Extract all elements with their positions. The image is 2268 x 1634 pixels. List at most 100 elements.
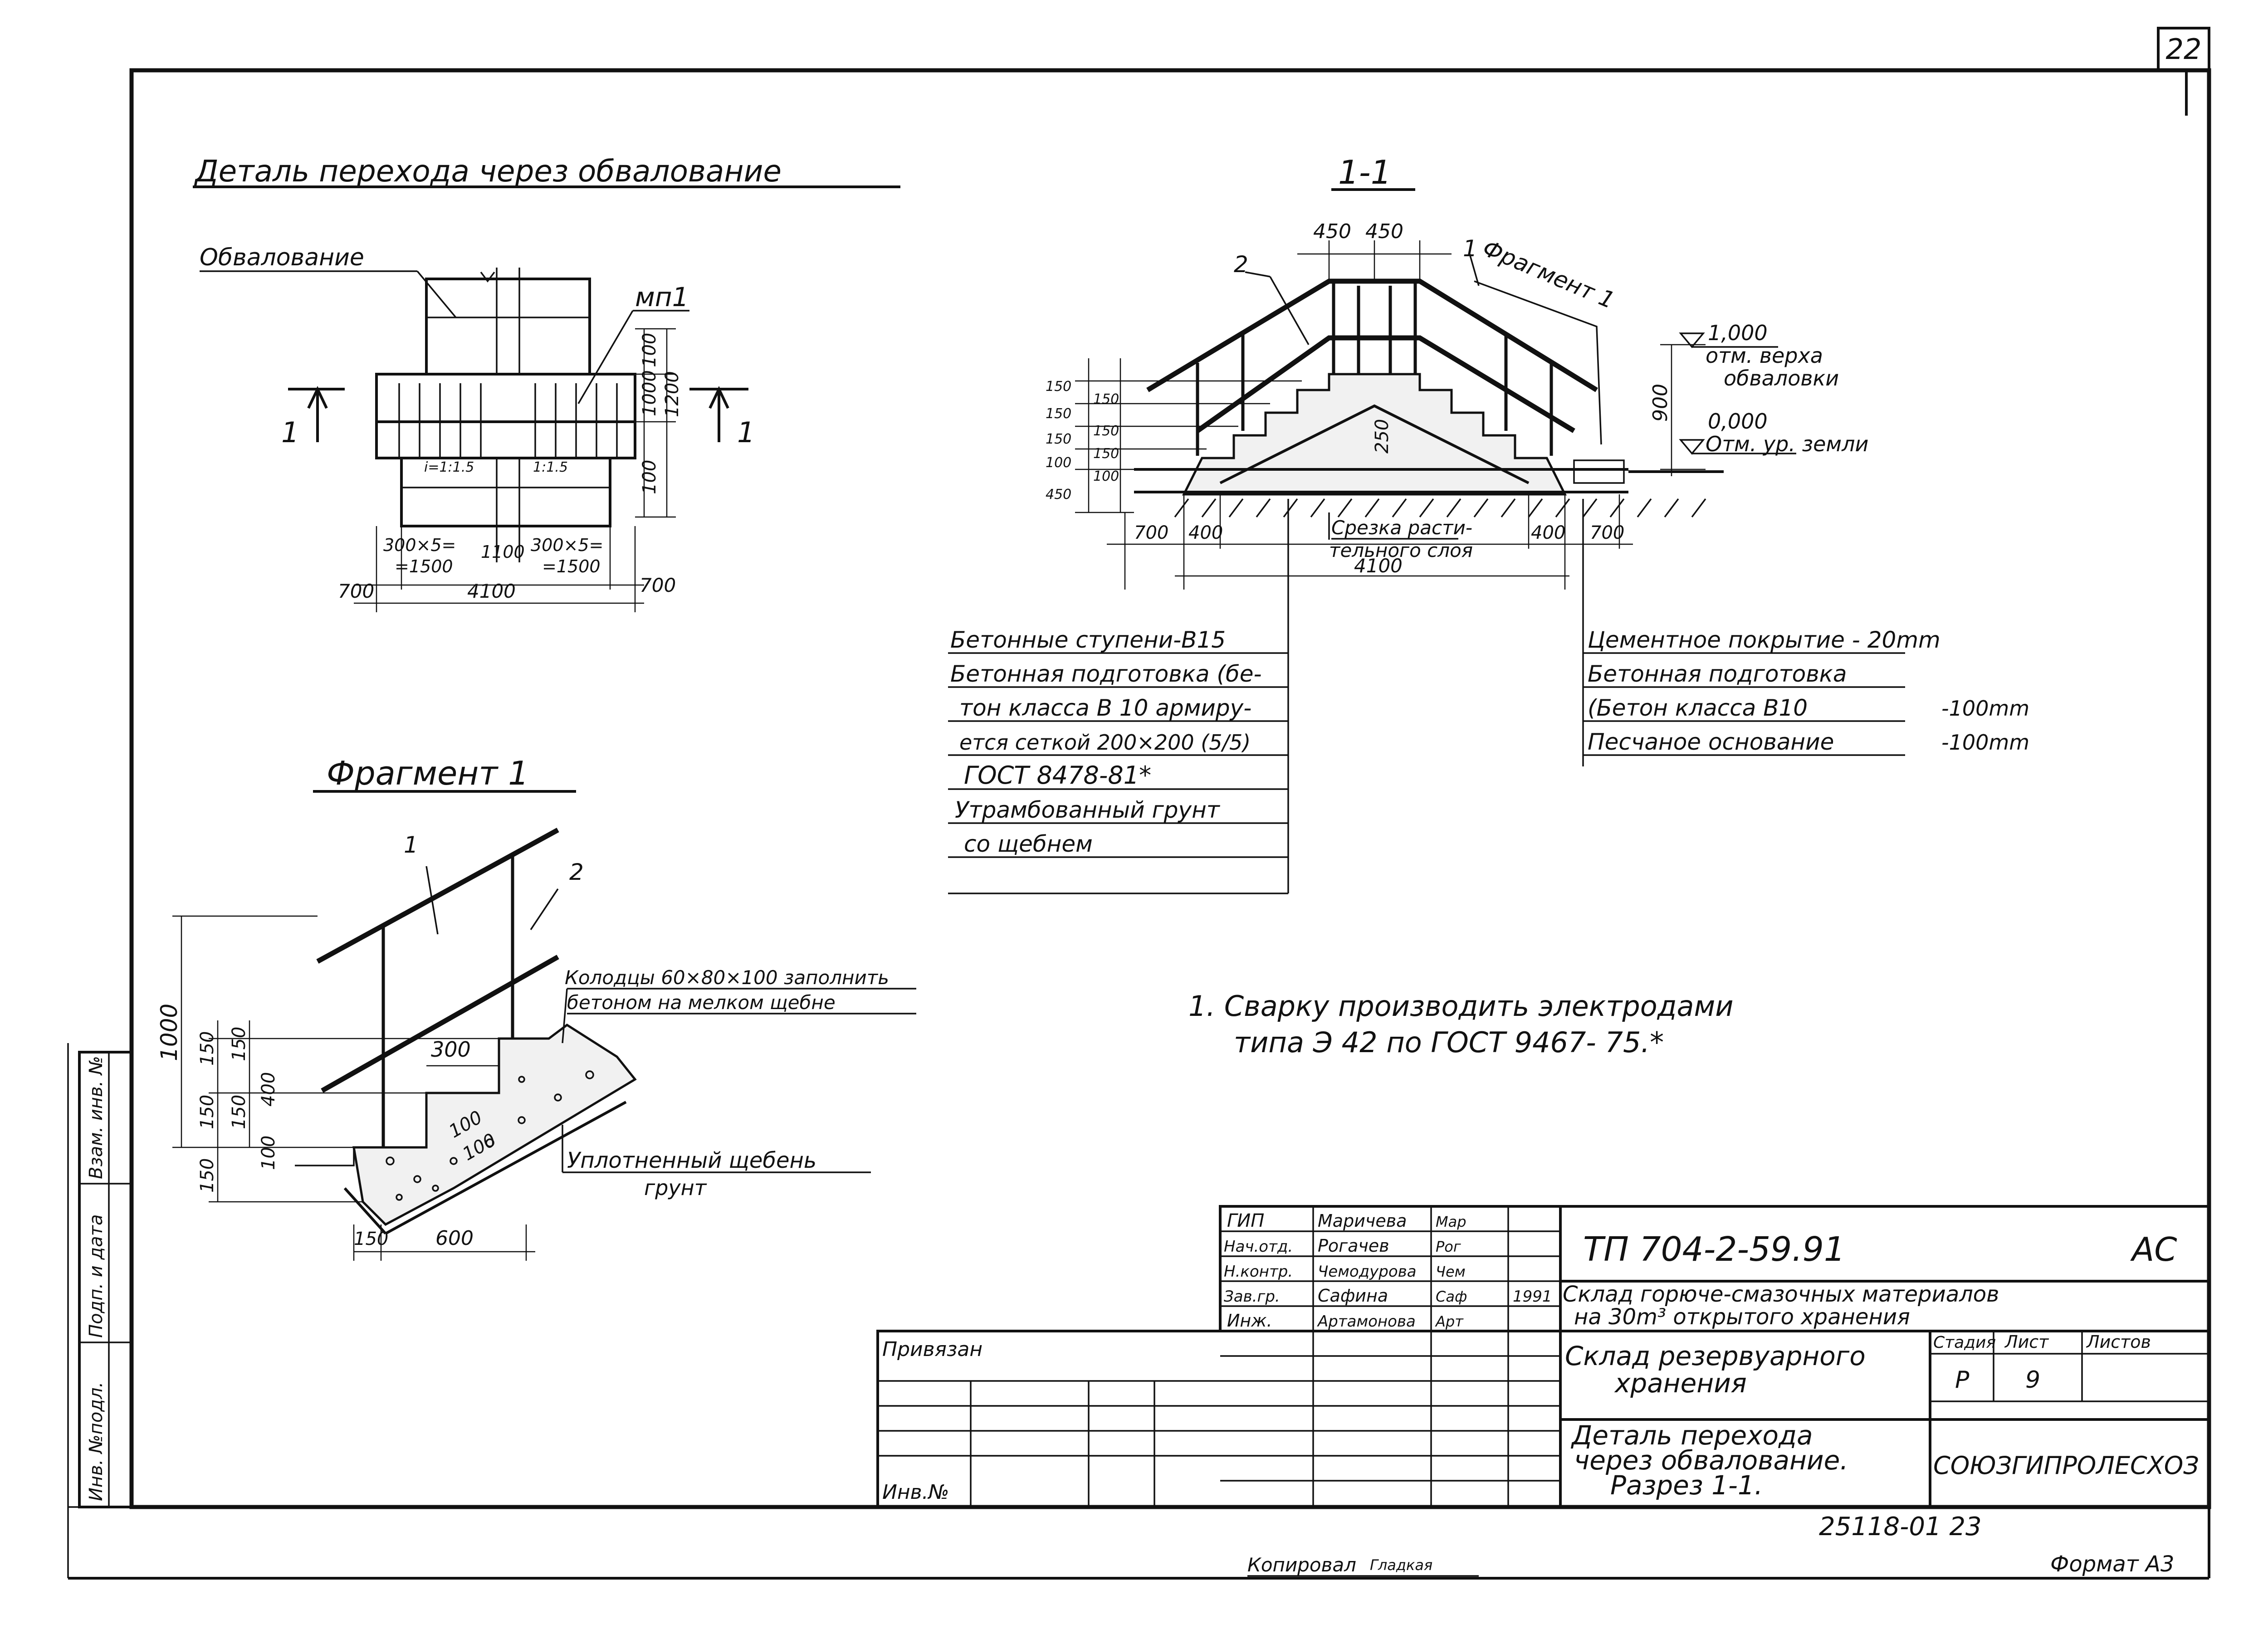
side-stamp [78,1051,133,1508]
section-left-step-3: 150 [1046,406,1071,422]
left-legend-5: ГОСТ 8478-81* [964,761,1151,790]
section-callout-1: 1 [1463,235,1477,262]
stamp-year: 1991 [1513,1288,1552,1306]
stamp-title-2: через обвалование. [1574,1445,1848,1476]
fragment-well-note-1: Колодцы 60×80×100 заполнить [565,966,889,989]
plan-dim-1200: 1200 [662,371,683,417]
right-legend-3b: -100mm [1941,696,2029,721]
section-left-step-4: 150 [1093,423,1119,439]
fragment-title: Фрагмент 1 [327,754,529,792]
section-dim-900: 900 [1649,384,1672,422]
stamp-archive: 25118-01 23 [1819,1512,1982,1541]
stamp-mark: АС [2130,1230,2177,1268]
section-left-step-2: 150 [1093,391,1119,407]
sheet-number: 22 [2166,33,2202,66]
stamp-sign-4: Саф [1436,1288,1467,1305]
footer-copied: Копировал [1247,1554,1356,1576]
right-legend-2: Бетонная подготовка [1588,661,1847,687]
stamp-h-sheets: Листов [2086,1332,2151,1352]
fragment-drawing [172,828,916,1261]
plan-section-mark-right: 1 [737,416,755,449]
plan-dim-right-top: 300×5= [531,535,603,555]
section-left-step-9: 450 [1046,487,1071,502]
fragment-dim-150-low: 150 [197,1158,218,1193]
stamp-title-1: Деталь перехода [1570,1420,1813,1451]
section-left-step-7: 100 [1046,455,1071,471]
stamp-role-4: Зав.гр. [1224,1288,1280,1306]
left-legend-6: Утрамбованный грунт [955,797,1221,823]
stamp-name-3: Чемодурова [1318,1263,1417,1281]
stamp-desc-1: Склад горюче-смазочных материалов [1563,1282,1999,1307]
plan-dim-right-bot: =1500 [542,556,601,576]
fragment-gravel-2: грунт [644,1176,707,1200]
stamp-v-stage: Р [1955,1366,1970,1394]
section-dim-top-left: 450 [1313,220,1351,243]
plan-label-mp1: мп1 [635,282,689,312]
section-left-step-5: 150 [1046,431,1071,447]
right-legend-4a: Песчаное основание [1588,729,1834,755]
stamp-name-5: Артамонова [1317,1312,1416,1331]
plan-slope-left: i=1:1.5 [424,459,474,475]
section-dim-400-left: 400 [1188,522,1223,543]
section-left-step-1: 150 [1046,379,1071,395]
stamp-h-sheet: Лист [2004,1332,2049,1352]
stamp-inv-no: Инв.№ [882,1481,949,1504]
plan-drawing [288,268,748,612]
fragment-dim-100e: 100 [258,1136,279,1170]
plan-dim-total: 4100 [467,580,516,602]
left-legend-1: Бетонные ступени-В15 [950,627,1226,653]
stamp-sign-5: Арт [1435,1313,1464,1330]
fragment-dim-150-bot: 150 [354,1229,388,1249]
stamp-name-1: Маричева [1318,1211,1407,1231]
fragment-dim-150a: 150 [197,1031,218,1066]
plan-dim-100a: 100 [639,333,660,367]
section-elev-top-text1: отм. верха [1706,343,1823,368]
note-line-2: типа Э 42 по ГОСТ 9467- 75.* [1234,1026,1664,1059]
side-label-inv: Инв. №подл. [86,1382,107,1501]
stamp-name-2: Рогачев [1318,1236,1389,1256]
section-left-step-6: 150 [1093,446,1119,462]
left-legend-lines [948,652,1288,894]
plan-dim-out-right: 700 [640,574,676,596]
right-legend-3a: (Бетон класса В10 [1588,695,1808,721]
section-callout-2: 2 [1234,251,1248,278]
stamp-sign-3: Чем [1436,1263,1466,1280]
plan-dim-left-bot: =1500 [395,556,453,576]
fragment-dim-150d: 150 [229,1095,249,1129]
plan-dim-100b: 100 [639,460,660,494]
section-elev-top-text2: обваловки [1724,366,1839,390]
stamp-role-5: Инж. [1227,1311,1272,1331]
right-legend-lines [1583,652,1905,756]
fragment-well-note-2: бетоном на мелком щебне [567,991,836,1014]
plan-dim-mid: 1100 [481,542,525,562]
plan-dim-out-left: 700 [338,580,374,602]
stamp-h-stage: Стадия [1933,1333,1996,1352]
plan-section-mark-left: 1 [281,416,299,449]
stamp-code: ТП 704-2-59.91 [1583,1230,1845,1269]
stamp-privyazan: Привязан [882,1338,982,1361]
section-dim-400-right: 400 [1531,522,1565,543]
stamp-block-1: Склад резервуарного [1565,1341,1866,1371]
stamp-name-4: Сафина [1318,1286,1388,1306]
section-cut-text2: тельного слоя [1329,539,1473,561]
section-elev-top-value: 1,000 [1708,321,1768,345]
section-title: 1-1 [1338,153,1392,191]
right-legend-4b: -100mm [1941,730,2029,755]
section-drawing [1075,240,1796,893]
side-label-replace: Взам. инв. № [86,1056,107,1179]
footer-copied-sign: Гладкая [1370,1556,1432,1574]
plan-label-embankment: Обвалование [200,244,364,271]
title-block-grid [876,1205,2210,1508]
stamp-role-2: Нач.отд. [1224,1238,1293,1256]
fragment-dim-300: 300 [431,1037,471,1062]
stamp-title-3: Разрез 1-1. [1610,1470,1763,1501]
section-dim-250: 250 [1372,419,1393,454]
fragment-gravel-1: Уплотненный щебень [567,1148,816,1173]
stamp-org: СОЮЗГИПРОЛЕСХОЗ [1933,1451,2199,1480]
left-legend-2: Бетонная подготовка (бе- [950,661,1262,687]
stamp-sign-2: Рог [1436,1238,1461,1255]
note-line-1: 1. Сварку производить электродами [1188,990,1734,1023]
stamp-role-3: Н.контр. [1224,1263,1293,1281]
section-elev-zero-value: 0,000 [1708,409,1768,434]
